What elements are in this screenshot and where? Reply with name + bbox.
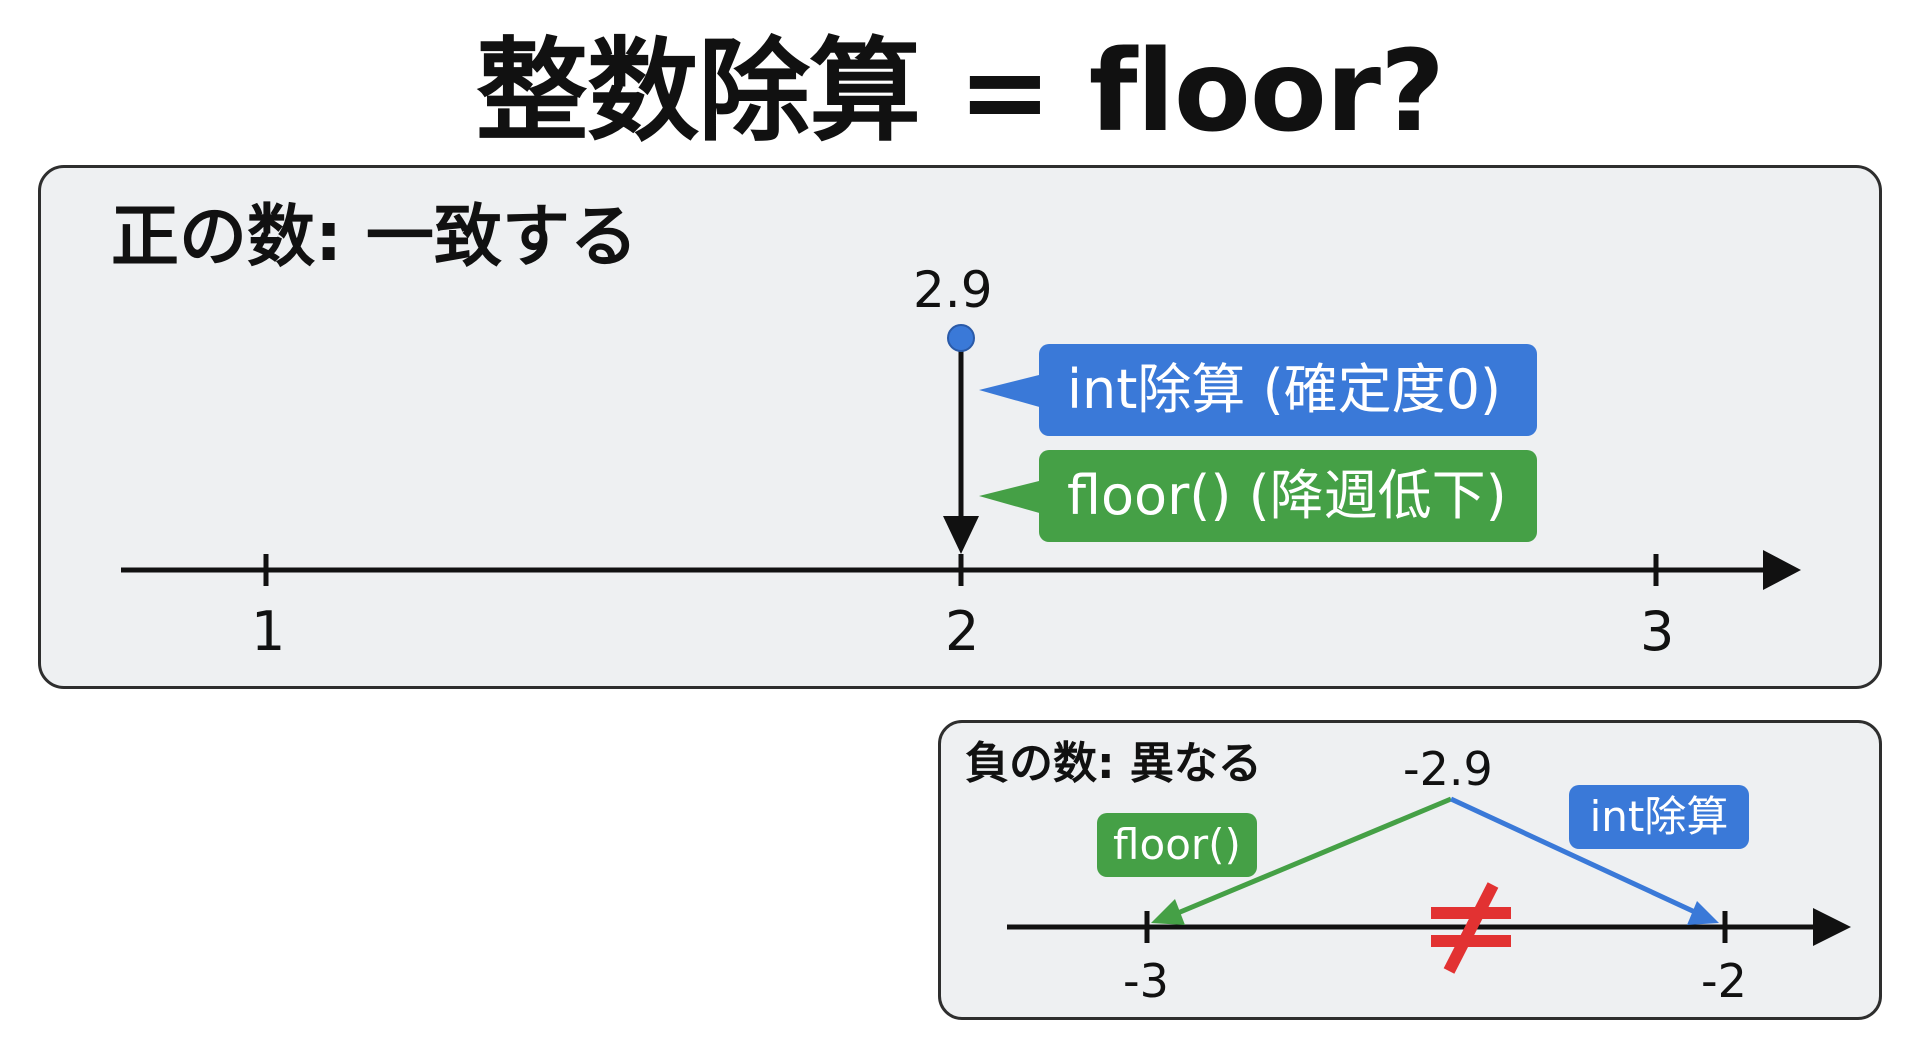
floor-arrow-line (1172, 796, 1452, 918)
negative-panel: 負の数: 異なる -2.9 floor() int除算 -3 -2 (938, 720, 1882, 1020)
positive-number-line (121, 324, 1801, 590)
tick-label-1: 1 (251, 600, 286, 663)
int-division-tag: int除算 (確定度0) (1039, 344, 1537, 436)
value-point (947, 324, 975, 352)
tick-label-2: 2 (945, 600, 980, 663)
negative-heading: 負の数: 異なる (965, 738, 1262, 789)
negative-axis-arrowhead (1813, 908, 1851, 946)
not-equal-symbol (1431, 882, 1511, 974)
tick-label-neg2: -2 (1701, 954, 1747, 1008)
page-title: 整数除算 = floor? (475, 27, 1445, 157)
positive-heading: 正の数: 一致する (111, 198, 638, 277)
value-label: 2.9 (913, 261, 993, 319)
negative-value-label: -2.9 (1403, 742, 1493, 796)
positive-panel: 正の数: 一致する 2.9 int除算 (確定度0) floor() (降週低下… (38, 165, 1882, 689)
floor-tag: floor() (降週低下) (1039, 450, 1537, 542)
int-arrowhead (1687, 901, 1719, 925)
tick-label-3: 3 (1640, 600, 1675, 663)
int-arrow-line (1449, 796, 1699, 916)
positive-axis-arrowhead (1763, 550, 1801, 590)
int-tag-pointer (979, 374, 1043, 408)
floor-arrowhead (1151, 899, 1185, 925)
negative-number-line (1007, 796, 1851, 974)
tick-label-neg3: -3 (1123, 954, 1169, 1008)
negative-floor-tag: floor() (1097, 813, 1257, 877)
floor-tag-pointer (979, 480, 1043, 514)
value-drop-arrowhead (943, 516, 979, 554)
negative-int-tag: int除算 (1569, 785, 1749, 849)
